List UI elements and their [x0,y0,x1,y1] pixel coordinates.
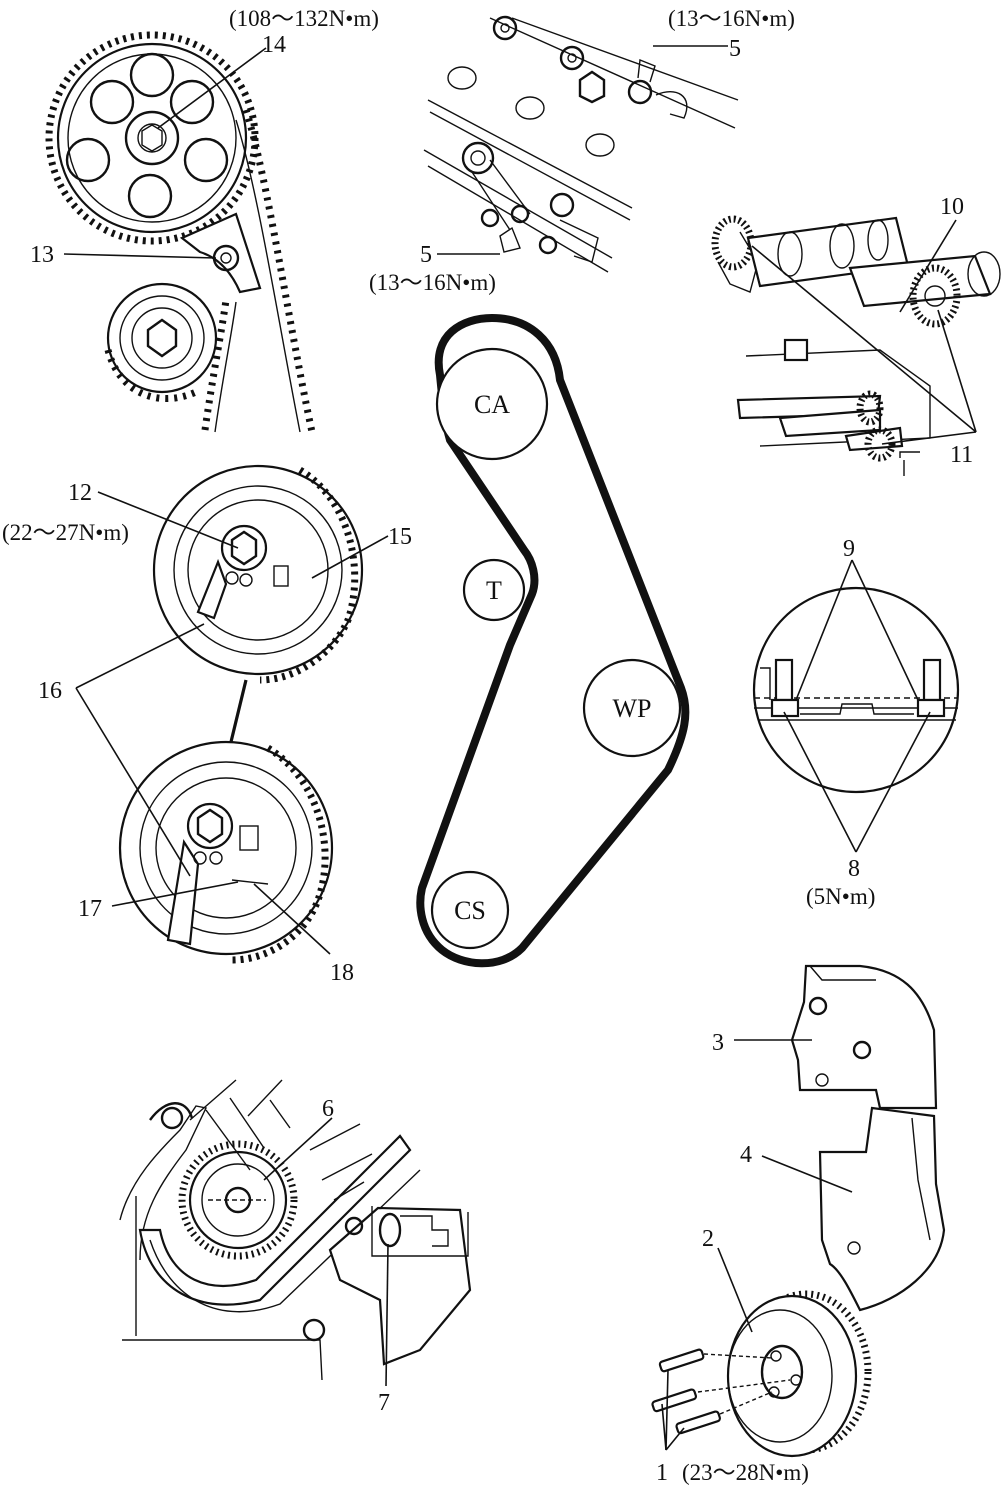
timing-belt [416,313,690,968]
pulley-ca [435,347,549,461]
leader-6 [263,1117,333,1181]
callout-8: 8 [848,856,860,882]
callout-12: 12 [68,480,92,506]
timing-cover-upper [790,964,938,1110]
cover-bolt-detail [752,586,960,794]
torque-pulley-bolts: (23～28N•m) [682,1460,809,1485]
pulley-t [462,558,526,622]
camshaft-sprocket-detail [45,31,316,433]
tensioner-upper-detail [152,464,364,684]
leader-11-b [937,309,977,433]
torque-cap-top: (13～16N•m) [668,6,795,31]
callout-13: 13 [30,242,54,268]
leader-15 [311,535,389,579]
torque-cover-bolt: (5N•m) [806,884,875,909]
callout-6: 6 [322,1096,334,1122]
leader-8-a [783,711,857,853]
callout-14: 14 [262,32,286,58]
leader-1-c [665,1427,685,1451]
callout-11: 11 [950,442,973,468]
belt-routing-diagram: CA T WP CS [416,313,690,968]
camshaft-assembly-detail [711,215,1001,476]
leader-12 [97,491,239,549]
callout-3: 3 [712,1030,724,1056]
callout-17: 17 [78,896,102,922]
pulley-cs [430,870,510,950]
crankshaft-sprocket-detail [119,1079,472,1381]
tensioner-lower-detail [118,740,334,964]
pulley-wp-label: WP [613,694,652,723]
callout-2: 2 [702,1226,714,1252]
callout-18: 18 [330,960,354,986]
pulley-wp [582,658,682,758]
camshaft-cap-detail [423,15,739,273]
pulley-bolts [651,1348,791,1435]
leader-11-a [751,245,977,433]
crankshaft-pulley [726,1290,872,1458]
callout-1: 1 [656,1460,668,1486]
leader-7 [385,1243,389,1387]
leader-11-c [881,431,977,445]
tensioner-view-connector [228,679,248,747]
leader-9-b [851,559,919,701]
timing-cover-lower [818,1106,946,1312]
callout-7: 7 [378,1390,390,1416]
leader-16-a [75,623,205,689]
callout-4: 4 [740,1142,752,1168]
callout-16: 16 [38,678,62,704]
leader-4 [761,1155,853,1193]
leader-13 [63,253,217,259]
callout-15: 15 [388,524,412,550]
leader-17 [111,881,239,907]
torque-tensioner: (22～27N•m) [2,520,129,545]
leader-18 [253,883,331,955]
leader-10 [899,219,957,313]
callout-10: 10 [940,194,964,220]
pulley-t-label: T [486,576,502,605]
leader-9-a [795,559,853,701]
leader-1-a [665,1369,669,1451]
leader-2 [717,1247,753,1333]
leader-16-b [75,687,191,877]
pulley-ca-label: CA [474,390,510,419]
torque-cap-bottom: (13～16N•m) [369,270,496,295]
torque-camshaft-bolt: (108～132N•m) [229,6,379,31]
callout-5-bottom: 5 [420,242,432,268]
callout-5-top: 5 [729,36,741,62]
pulley-cs-label: CS [454,896,486,925]
callout-9: 9 [843,536,855,562]
leader-14 [157,47,267,129]
leader-1-b [661,1403,667,1451]
leader-8-b [855,711,931,853]
